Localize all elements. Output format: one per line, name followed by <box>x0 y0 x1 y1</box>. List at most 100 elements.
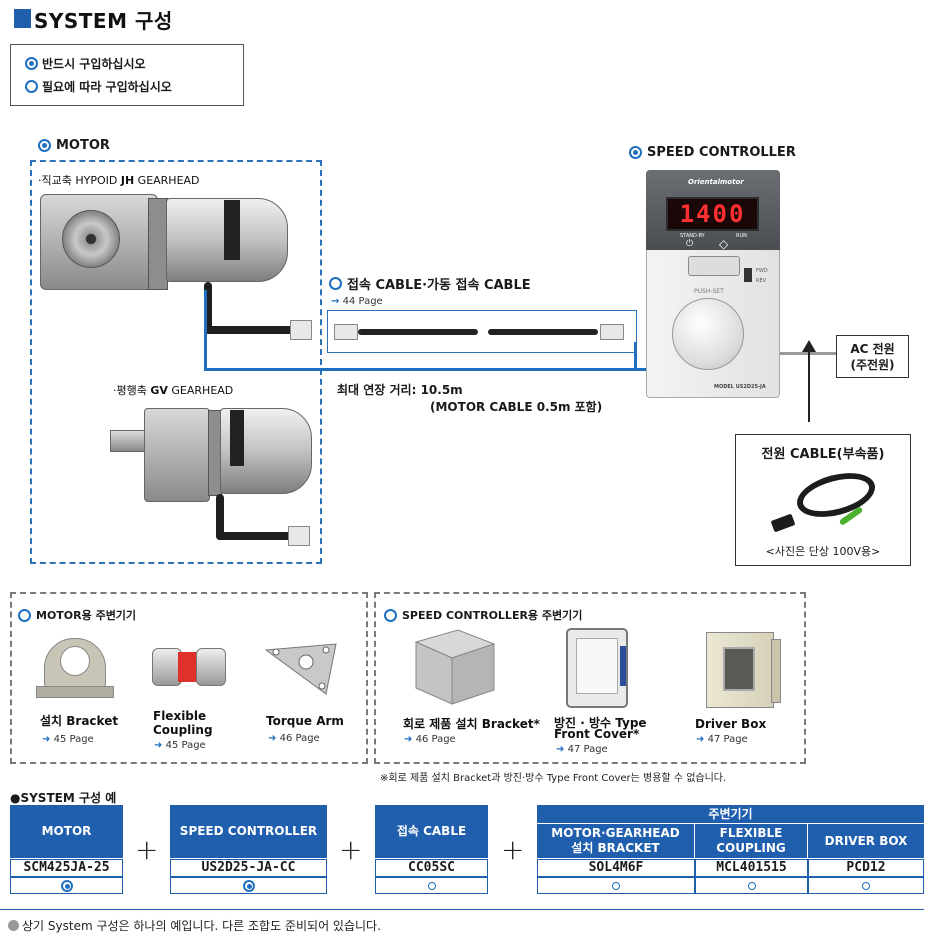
power-cable-box: 전원 CABLE(부속품) <사진은 단상 100V용> <box>735 434 911 566</box>
example-bracket-mark <box>537 877 695 894</box>
divider <box>0 909 924 910</box>
run-label: RUN <box>736 233 747 239</box>
standby-icon[interactable]: ⏻ <box>686 239 694 249</box>
open-circle-icon <box>747 881 756 890</box>
direction-switch[interactable] <box>744 268 752 282</box>
filled-circle-icon <box>38 139 51 152</box>
motor-cable <box>216 494 224 540</box>
driver-box-window <box>723 647 755 691</box>
flange-plate <box>148 198 168 290</box>
arrow-right-icon: ➜ <box>268 733 277 744</box>
fwd-label: FWD <box>756 268 768 274</box>
bottom-note: 상기 System 구성은 하나의 예입니다. 다른 조합도 준비되어 있습니다… <box>8 917 381 934</box>
parallel-prefix: ·평행축 <box>113 384 151 397</box>
parallel-gearhead-label: ·평행축 GV GEARHEAD <box>113 382 233 398</box>
push-set-label: PUSH-SET <box>694 288 724 295</box>
standby-label: STAND-BY <box>680 233 705 239</box>
example-peripheral-header: 주변기기 <box>537 805 924 823</box>
driver-box-side <box>771 639 781 703</box>
page-ref-text: 45 Page <box>165 740 206 751</box>
switch-slider[interactable] <box>688 256 740 276</box>
max-distance-note: (MOTOR CABLE 0.5m 포함) <box>430 400 603 414</box>
arrow-right-icon: ➜ <box>696 734 705 745</box>
connection-cable-label: 접속 CABLE·가동 접속 CABLE <box>329 274 531 293</box>
example-cable-code: CC05SC <box>375 859 488 877</box>
filled-circle-icon <box>629 146 642 159</box>
front-cover-page-ref[interactable]: ➜ 47 Page <box>556 744 608 755</box>
filled-circle-icon <box>242 879 255 892</box>
controller-peripherals-label: SPEED CONTROLLER용 주변기기 <box>384 607 582 623</box>
footnote: ※회로 제품 설치 Bracket과 방진·방수 Type Front Cove… <box>380 773 727 784</box>
coupling-name-line1: Flexible <box>153 709 207 723</box>
motor-section-label: MOTOR <box>38 138 110 153</box>
hypoid-prefix: ·직교축 HYPOID <box>38 174 121 187</box>
plus-sign: + <box>339 833 363 866</box>
coupling-page-ref[interactable]: ➜ 45 Page <box>154 740 206 751</box>
motor-connector-icon <box>288 526 310 546</box>
example-driverbox-code: PCD12 <box>808 859 924 877</box>
parallel-bold: GV <box>150 384 168 397</box>
driver-box-name: Driver Box <box>695 717 767 731</box>
torque-arm-name: Torque Arm <box>266 714 344 728</box>
model-label: MODEL US2D25-JA <box>714 384 766 390</box>
arrow-right-icon: ➜ <box>404 734 413 745</box>
front-cover-latch <box>620 646 626 686</box>
output-shaft-icon <box>62 210 120 268</box>
bracket-base <box>36 686 114 698</box>
wiring-line <box>634 342 637 370</box>
coupling-spider <box>178 652 198 682</box>
motor-cable <box>216 532 292 540</box>
speed-controller-label: SPEED CONTROLLER <box>629 145 796 160</box>
example-controller-mark <box>170 877 327 894</box>
wiring-line <box>204 368 648 371</box>
torque-arm-hole <box>318 682 326 690</box>
power-plug-icon <box>770 513 796 533</box>
connection-cable-title: 접속 CABLE·가동 접속 CABLE <box>347 278 531 293</box>
page-ref-text: 47 Page <box>707 734 748 745</box>
rev-label: REV <box>756 278 767 284</box>
bracket-page-ref[interactable]: ➜ 45 Page <box>42 734 94 745</box>
bracket-name: 설치 Bracket <box>40 714 119 728</box>
open-circle-icon <box>329 277 342 290</box>
cable-connector-icon <box>334 324 358 340</box>
title-square-icon <box>14 9 31 28</box>
connection-cable-page-ref[interactable]: → 44 Page <box>331 296 383 307</box>
run-icon[interactable]: ◇ <box>719 237 729 251</box>
coupling-header-line2: COUPLING <box>716 841 786 855</box>
coupling-hub <box>196 648 226 686</box>
example-bracket-code: SOL4M6F <box>537 859 695 877</box>
example-motor-code: SCM425JA-25 <box>10 859 123 877</box>
arrow-right-icon: ➜ <box>154 740 163 751</box>
power-cable-caption: <사진은 단상 100V용> <box>765 545 881 558</box>
torque-arm-page-ref[interactable]: ➜ 46 Page <box>268 733 320 744</box>
driver-box-page-ref[interactable]: ➜ 47 Page <box>696 734 748 745</box>
shaft-icon <box>110 430 148 452</box>
hypoid-suffix: GEARHEAD <box>134 174 200 187</box>
speed-display: 1400 <box>666 197 759 231</box>
plus-sign: + <box>501 833 525 866</box>
torque-arm-hole <box>322 646 330 654</box>
max-distance-text: 최대 연장 거리: 10.5m <box>337 383 463 397</box>
coupling-image <box>152 646 230 688</box>
circuit-bracket-page-ref[interactable]: ➜ 46 Page <box>404 734 456 745</box>
arrow-up-icon <box>802 340 816 352</box>
ac-power-line1: AC 전원 <box>850 342 895 356</box>
open-circle-icon <box>384 608 397 622</box>
legend-optional-label: 필요에 따라 구입하십시오 <box>42 80 172 94</box>
wiring-line <box>204 290 207 370</box>
example-coupling-header: FLEXIBLE COUPLING <box>695 824 807 858</box>
hypoid-motor-image <box>38 190 318 350</box>
bracket-hole <box>60 646 90 676</box>
open-circle-icon <box>862 881 870 890</box>
coupling-name: Flexible Coupling <box>153 709 213 737</box>
speed-knob[interactable] <box>672 298 744 370</box>
arrow-right-icon: ➜ <box>42 734 51 745</box>
circuit-bracket-image <box>414 629 496 705</box>
parallel-motor-image <box>104 400 316 552</box>
arrow-right-icon: → <box>331 296 340 307</box>
torque-arm-hole <box>272 648 280 656</box>
filled-circle-icon <box>60 879 73 892</box>
open-circle-icon <box>427 881 436 890</box>
hypoid-bold: JH <box>120 174 135 187</box>
page-ref-text: 44 Page <box>342 296 383 307</box>
